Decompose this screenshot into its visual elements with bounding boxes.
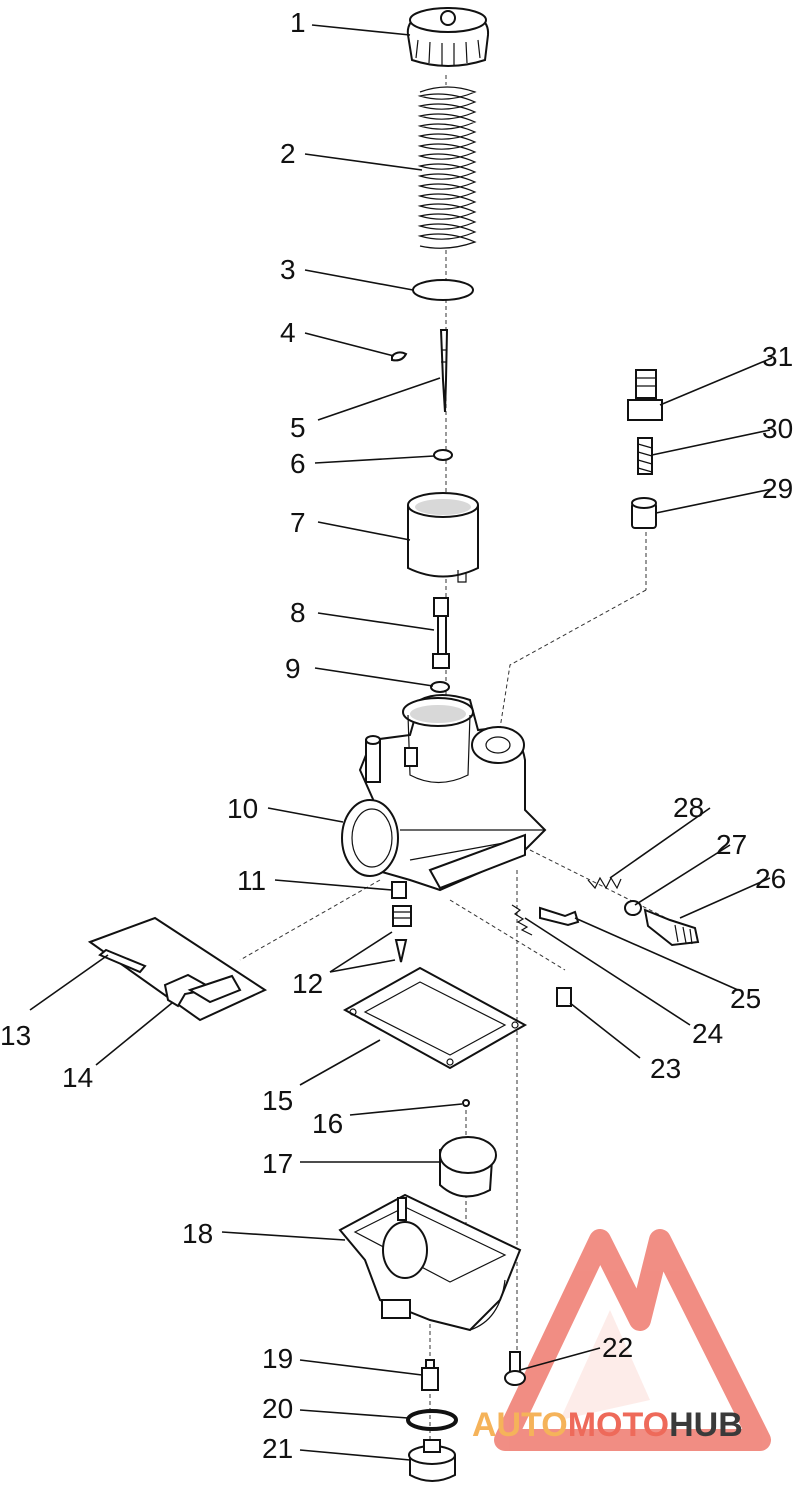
part-plug xyxy=(556,987,572,1007)
part-washer xyxy=(430,681,450,693)
part-clip xyxy=(391,351,408,362)
automotohub-logo xyxy=(494,1229,771,1451)
callout-2: 2 xyxy=(280,138,296,169)
callout-5: 5 xyxy=(290,412,306,443)
part-idle-screw xyxy=(587,876,700,947)
callout-16: 16 xyxy=(312,1108,343,1139)
part-plate xyxy=(412,279,474,301)
callout-27: 27 xyxy=(716,829,747,860)
part-throttle-slide xyxy=(407,492,479,583)
callout-17: 17 xyxy=(262,1148,293,1179)
watermark-part-b: MOTO xyxy=(568,1406,669,1444)
part-float-bowl xyxy=(338,1193,522,1332)
watermark-part-c: HUB xyxy=(669,1406,743,1444)
part-float-gauge xyxy=(87,916,268,1022)
callout-3: 3 xyxy=(280,254,296,285)
callout-26: 26 xyxy=(755,863,786,894)
callout-19: 19 xyxy=(262,1343,293,1374)
callout-7: 7 xyxy=(290,507,306,538)
watermark-part-a: AUTO xyxy=(472,1406,568,1444)
callout-22: 22 xyxy=(602,1332,633,1363)
callout-13: 13 xyxy=(0,1020,31,1051)
callout-29: 29 xyxy=(762,473,793,504)
part-float xyxy=(439,1136,497,1198)
part-needle-washer xyxy=(433,449,453,461)
callout-6: 6 xyxy=(290,448,306,479)
callout-20: 20 xyxy=(262,1393,293,1424)
part-pilot-jet xyxy=(391,881,407,899)
callout-8: 8 xyxy=(290,597,306,628)
part-drain-plug xyxy=(408,1439,456,1482)
part-inlet-valve xyxy=(392,905,412,963)
callout-28: 28 xyxy=(673,792,704,823)
part-ball xyxy=(462,1099,470,1107)
part-spring xyxy=(417,85,477,250)
callout-4: 4 xyxy=(280,317,296,348)
part-needle xyxy=(439,329,449,413)
part-main-jet xyxy=(421,1359,439,1391)
callout-labels: 1 2 3 4 5 6 7 8 9 10 11 12 13 14 15 16 1… xyxy=(0,7,793,1464)
callout-30: 30 xyxy=(762,413,793,444)
callout-14: 14 xyxy=(62,1062,93,1093)
leader-lines xyxy=(29,24,773,1461)
part-pilot-screw xyxy=(511,904,580,936)
callout-9: 9 xyxy=(285,653,301,684)
part-starter-plunger xyxy=(627,369,663,529)
part-carburetor-body xyxy=(341,694,547,892)
part-needle-jet xyxy=(432,597,450,669)
svg-text:AUTOMOTOHUB: AUTOMOTOHUB xyxy=(472,1406,743,1444)
callout-21: 21 xyxy=(262,1433,293,1464)
automotohub-watermark: AUTOMOTOHUB xyxy=(472,1406,743,1444)
part-cap xyxy=(406,6,490,67)
part-bowl-screw xyxy=(504,1351,526,1386)
callout-12: 12 xyxy=(292,968,323,999)
callout-15: 15 xyxy=(262,1085,293,1116)
part-o-ring xyxy=(406,1409,458,1431)
part-gasket xyxy=(342,966,528,1070)
callout-24: 24 xyxy=(692,1018,723,1049)
callout-18: 18 xyxy=(182,1218,213,1249)
callout-31: 31 xyxy=(762,341,793,372)
callout-1: 1 xyxy=(290,7,306,38)
callout-10: 10 xyxy=(227,793,258,824)
callout-11: 11 xyxy=(237,865,266,896)
callout-23: 23 xyxy=(650,1053,681,1084)
callout-25: 25 xyxy=(730,983,761,1014)
